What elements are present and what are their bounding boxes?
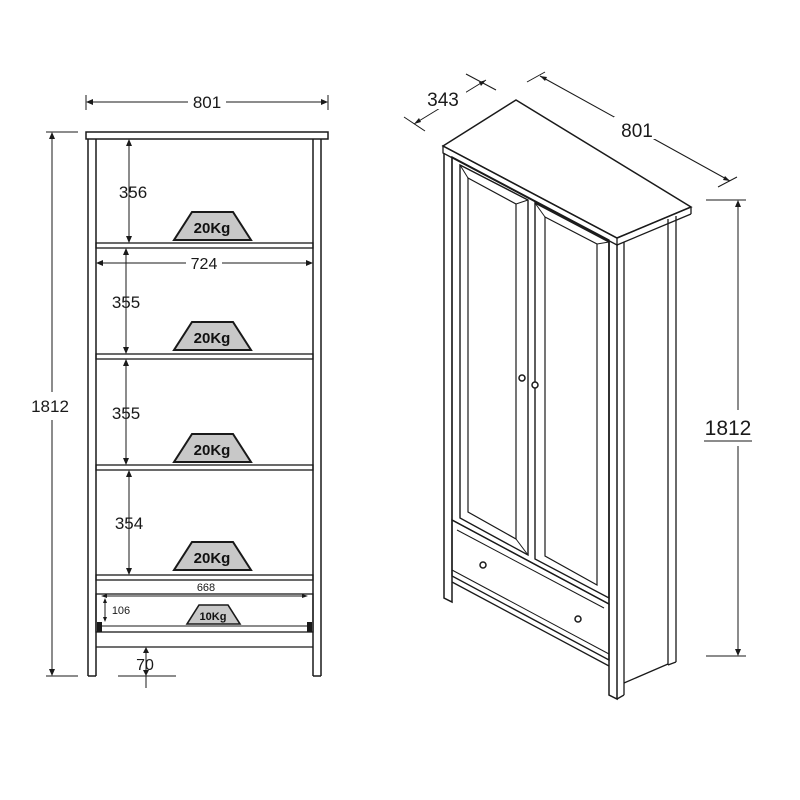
drawer-knob-icon	[479, 561, 487, 569]
shelf-2-height-label: 355	[112, 293, 140, 312]
iso-height-label: 1812	[705, 417, 752, 440]
front-dimensions: 801 1812 356 724 355 355 354	[31, 93, 329, 688]
drawer-load-badge: 10Kg	[185, 604, 242, 625]
iso-right-door	[534, 201, 610, 600]
overall-width-label: 801	[193, 93, 221, 112]
iso-dimensions: 343 801 1812	[403, 71, 752, 657]
shelf-1-load-badge: 20Kg	[172, 211, 253, 241]
load-badges: 20Kg 20Kg 20Kg 20Kg 10Kg	[172, 211, 253, 625]
iso-view	[441, 99, 693, 701]
top-plate	[85, 131, 329, 140]
knob-icon	[531, 381, 539, 389]
shelf-4-load-badge: 20Kg	[172, 541, 253, 571]
svg-text:20Kg: 20Kg	[194, 550, 231, 567]
shelf-4-height-label: 354	[115, 514, 143, 533]
drawer-knob-icon	[574, 615, 582, 623]
drawer	[95, 593, 314, 633]
base-height-label: 70	[136, 657, 154, 674]
svg-text:20Kg: 20Kg	[194, 442, 231, 459]
shelf-3-height-label: 355	[112, 404, 140, 423]
iso-left-door	[459, 163, 529, 557]
shelf-2	[95, 353, 314, 360]
svg-text:20Kg: 20Kg	[194, 220, 231, 237]
iso-depth-label: 343	[427, 90, 459, 111]
inner-width-label: 724	[191, 256, 218, 273]
shelf-2-load-badge: 20Kg	[172, 321, 253, 351]
drawer-height-label: 106	[112, 605, 130, 617]
shelf-1-height-label: 356	[119, 183, 147, 202]
knob-icon	[518, 374, 526, 382]
overall-height-label: 1812	[31, 397, 69, 416]
svg-text:20Kg: 20Kg	[194, 330, 231, 347]
iso-drawer	[451, 518, 610, 662]
shelf-1	[95, 242, 314, 249]
drawer-width-label: 668	[197, 582, 215, 594]
shelf-3	[95, 464, 314, 471]
shelf-4	[95, 574, 314, 581]
front-view	[85, 131, 329, 677]
shelf-3-load-badge: 20Kg	[172, 433, 253, 463]
iso-width-label: 801	[621, 121, 653, 142]
svg-text:10Kg: 10Kg	[200, 611, 227, 623]
